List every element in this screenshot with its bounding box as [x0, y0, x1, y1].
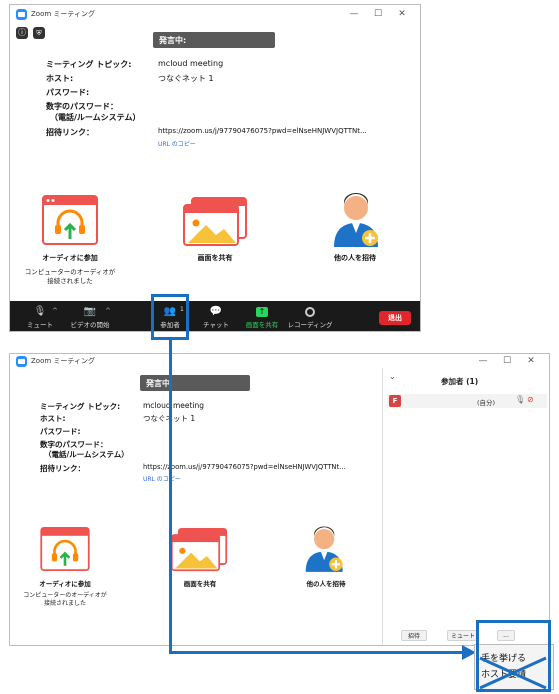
participants-panel: ⌄ 参加者 (1) F (自分) 🎙 ⊘ 招待 ミュート ... [382, 368, 549, 645]
video-options-chevron-icon[interactable]: ^ [105, 307, 111, 315]
microphone-icon: 🎙 [33, 306, 47, 317]
window-title: Zoom ミーティング [31, 357, 95, 365]
participants-button[interactable]: 👥 参加者 [152, 301, 188, 331]
participant-avatar: F [389, 395, 401, 407]
title-bar: Zoom ミーティング — ☐ ✕ [10, 5, 420, 23]
participants-highlight [151, 294, 189, 340]
invite-button[interactable]: 招待 [401, 630, 427, 641]
mute-all-button[interactable]: ミュート [447, 630, 479, 641]
copy-url-link[interactable]: URL のコピー [158, 141, 196, 148]
close-button[interactable]: ✕ [527, 356, 535, 366]
chat-icon: 💬 [209, 306, 223, 317]
audio-status-line-1: コンピューターのオーディオが [23, 592, 107, 599]
share-arrow-icon: ↑ [256, 307, 268, 317]
window-controls: — ☐ ✕ [342, 5, 414, 23]
audio-status-line-1: コンピューターのオーディオが [24, 268, 116, 276]
audio-status-line-2: 接続されました [47, 277, 93, 285]
shield-icon[interactable]: ⛨ [33, 27, 45, 39]
join-audio-caption: オーディオに参加 [42, 254, 98, 262]
maximize-button[interactable]: ☐ [502, 356, 512, 366]
mic-icon: 🎙 [515, 395, 526, 404]
invite-url: https://zoom.us/j/97790476075?pwd=elNseH… [143, 463, 346, 471]
cross-out-mark-icon [479, 656, 547, 690]
copy-url-link[interactable]: URL のコピー [143, 476, 181, 483]
title-bar: Zoom ミーティング — ☐ ✕ [10, 354, 549, 368]
participant-self-label: (自分) [477, 399, 496, 407]
participant-row[interactable]: F (自分) 🎙 ⊘ [387, 394, 547, 408]
host-value: つなぐネット 1 [158, 74, 214, 83]
zoom-window-bottom: Zoom ミーティング — ☐ ✕ 発言中 ミーティング トピック: mclou… [9, 353, 550, 646]
invite-link-label: 招待リンク： [46, 128, 94, 137]
start-video-label: ビデオの開始 [70, 321, 110, 329]
audio-status-line-2: 接続されました [43, 600, 86, 607]
video-off-icon: 📷 [83, 306, 97, 317]
leave-button[interactable]: 退出 [379, 311, 411, 325]
meeting-toolbar: 🎙 ミュート ^ 📷 ビデオの開始 ^ 👥 参加者 1 💬 チャット ↑ 画面を… [10, 301, 420, 331]
share-screen-caption: 画面を共有 [197, 254, 233, 262]
request-host-item[interactable]: ホスト要請 [481, 670, 527, 680]
share-screen-button[interactable]: ↑ 画面を共有 [240, 301, 284, 331]
arrow-head-icon [462, 645, 476, 660]
invite-person-icon[interactable] [304, 526, 346, 574]
numeric-password-label: 数字のパスワード： [46, 102, 118, 111]
zoom-logo-icon [16, 8, 27, 20]
raise-hand-item[interactable]: 手を挙げる [481, 654, 527, 664]
minimize-button[interactable]: — [478, 356, 488, 366]
host-label: ホスト: [40, 414, 66, 423]
speaking-banner: 発言中 [140, 375, 250, 391]
participants-label: 参加者 [160, 321, 180, 329]
headphones-icon[interactable] [40, 527, 90, 571]
password-label: パスワード: [40, 427, 81, 436]
window-title: Zoom ミーティング [31, 10, 95, 18]
start-video-button[interactable]: 📷 ビデオの開始 [65, 301, 115, 331]
mute-label: ミュート [27, 321, 53, 329]
password-label: パスワード: [46, 88, 90, 97]
collapse-chevron-icon[interactable]: ⌄ [389, 372, 396, 381]
video-off-icon: ⊘ [527, 395, 534, 404]
share-screen-caption: 画面を共有 [183, 580, 217, 588]
connector-line-vertical [169, 340, 172, 654]
share-screen-icon[interactable] [182, 197, 248, 247]
window-controls: — ☐ ✕ [471, 354, 543, 368]
zoom-window-top: Zoom ミーティング — ☐ ✕ ⓘ ⛨ 発言中: ミーティング トピック: … [9, 4, 421, 332]
share-screen-label: 画面を共有 [245, 321, 279, 329]
invite-link-label: 招待リンク： [40, 464, 85, 473]
speaking-text: 発言中: [159, 35, 187, 45]
headphones-icon[interactable] [42, 195, 98, 245]
topic-value: mcloud meeting [158, 59, 224, 68]
participants-icon: 👥 [163, 306, 177, 317]
participants-panel-title: 参加者 (1) [441, 377, 479, 386]
numeric-password-sublabel: （電話/ルームシステム） [44, 450, 129, 459]
chat-button[interactable]: 💬 チャット [198, 301, 234, 331]
info-icon[interactable]: ⓘ [16, 27, 28, 39]
speaking-banner: 発言中: [153, 32, 275, 48]
record-label: レコーディング [287, 321, 333, 329]
record-button[interactable]: レコーディング [287, 301, 333, 331]
maximize-button[interactable]: ☐ [373, 9, 383, 19]
invite-others-caption: 他の人を招待 [306, 580, 346, 588]
close-button[interactable]: ✕ [398, 9, 406, 19]
more-options-button[interactable]: ... [497, 630, 515, 641]
host-label: ホスト: [46, 74, 74, 83]
chat-label: チャット [203, 321, 229, 329]
numeric-password-sublabel: （電話/ルームシステム） [50, 113, 141, 122]
mute-options-chevron-icon[interactable]: ^ [52, 307, 58, 315]
topic-value: mcloud meeting [143, 401, 205, 410]
participants-count: 1 [180, 306, 184, 313]
connector-line-horizontal [169, 651, 465, 654]
invite-others-caption: 他の人を招待 [334, 254, 376, 262]
topic-label: ミーティング トピック: [46, 60, 132, 69]
join-audio-caption: オーディオに参加 [39, 580, 91, 588]
invite-url: https://zoom.us/j/97790476075?pwd=elNseH… [158, 127, 367, 135]
zoom-logo-icon [16, 355, 27, 367]
record-icon [305, 307, 315, 317]
mute-button[interactable]: 🎙 ミュート [20, 301, 60, 331]
minimize-button[interactable]: — [349, 9, 359, 19]
numeric-password-label: 数字のパスワード： [40, 440, 108, 449]
share-screen-icon[interactable] [170, 528, 228, 572]
menu-highlight [476, 620, 551, 692]
invite-person-icon[interactable] [332, 193, 382, 249]
topic-label: ミーティング トピック: [40, 402, 121, 411]
speaking-text: 発言中 [146, 378, 170, 388]
